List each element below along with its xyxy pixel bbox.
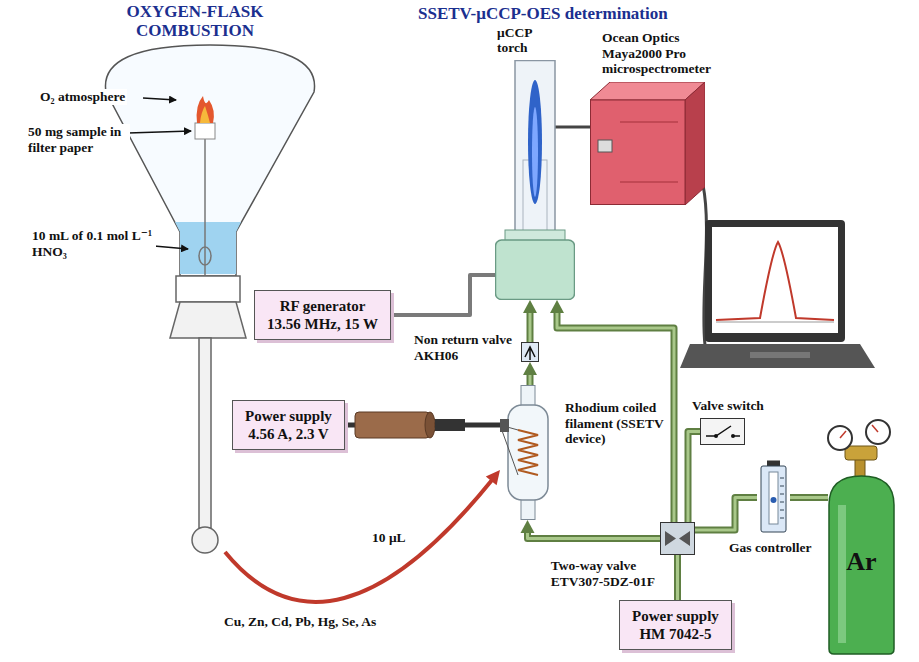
connector-line — [695, 498, 757, 531]
node-detail: 4.56 A, 2.3 V — [245, 425, 332, 443]
node-detail: ETV307-5DZ-01F — [551, 574, 655, 590]
node-detail: AKH06 — [414, 348, 512, 364]
node-label: Power supply — [632, 607, 719, 625]
label-group: Gas controller — [729, 540, 812, 556]
arrowhead — [550, 300, 564, 313]
connector — [523, 300, 537, 342]
gas-controller: Gas controller — [757, 460, 790, 535]
leader-line — [128, 98, 191, 249]
label-group: Non return valveAKH06 — [414, 332, 512, 363]
arrowhead — [523, 300, 537, 313]
microspectrometer: Ocean Optics Maya2000 Pro microspectrome… — [590, 82, 705, 205]
volume-label: 10 μL — [370, 530, 408, 546]
connector — [790, 497, 828, 498]
node-label: Rhodium coiled filament (SSETV device) — [565, 400, 665, 447]
connector-line — [527, 310, 534, 342]
shape-outline — [660, 522, 695, 555]
connector-line — [688, 432, 700, 523]
connector-line — [555, 126, 590, 129]
connector — [695, 498, 757, 531]
shape-outline — [495, 60, 575, 300]
gas-regulator — [828, 420, 890, 478]
section-title: OXYGEN-FLASK COMBUSTION — [100, 2, 290, 40]
connector — [555, 127, 590, 128]
rf-generator-box: RF generator13.56 MHz, 15 W — [254, 290, 391, 340]
arrowhead — [521, 520, 535, 533]
connector-line — [695, 498, 757, 531]
non-return-valve: Non return valveAKH06 — [521, 342, 539, 362]
node-label: Gas controller — [729, 540, 812, 556]
connector-line — [529, 310, 532, 342]
node-label: Non return valve — [414, 332, 512, 348]
two-way-valve: Two-way valveETV307-5DZ-01F — [660, 522, 695, 555]
label-group: Two-way valveETV307-5DZ-01F — [551, 558, 655, 589]
connector-line — [528, 530, 661, 539]
label-group: Ocean Optics Maya2000 Pro microspectrome… — [602, 30, 730, 77]
flask-label: 10 mL of 0.1 mol L⁻¹ HNO₃ — [30, 228, 156, 259]
connector-line — [676, 555, 679, 600]
valve-switch: Valve switch — [700, 418, 745, 445]
connector-line — [528, 530, 661, 539]
ssetv-filament-device: Rhodium coiled filament (SSETV device) — [500, 385, 555, 520]
laptop — [680, 185, 875, 368]
node-label: μCCP torch — [497, 25, 545, 56]
flask-label: O₂ atmosphere — [38, 89, 127, 105]
connector — [521, 520, 661, 539]
shape-outline — [757, 460, 790, 535]
shape-outline — [521, 342, 539, 362]
uccp-torch: μCCP torch — [495, 60, 575, 300]
node-detail: HM 7042-5 — [632, 625, 719, 643]
node-label: Ocean Optics Maya2000 Pro microspectrome… — [602, 30, 730, 77]
label-group: Ar — [828, 547, 895, 577]
shape-outline — [590, 82, 705, 205]
node-detail: 13.56 MHz, 15 W — [267, 315, 378, 333]
flask-label: 50 mg sample in filter paper — [26, 124, 130, 155]
filament-connector — [355, 412, 465, 438]
analyte-list: Cu, Zn, Cd, Pb, Hg, Se, As — [222, 614, 378, 630]
connector-line — [557, 310, 674, 522]
connector-line — [790, 496, 828, 499]
section-title: SSETV-μCCP-OES determination — [418, 4, 668, 23]
node-label: Valve switch — [692, 398, 764, 414]
node-label: Power supply — [245, 407, 332, 425]
label-group: Rhodium coiled filament (SSETV device) — [565, 400, 665, 447]
connector-line — [688, 432, 700, 523]
shape-outline — [500, 385, 555, 520]
connector-line — [557, 310, 674, 522]
transfer-arrow — [225, 470, 500, 602]
connector-line — [674, 555, 681, 600]
power-supply-box: Power supply4.56 A, 2.3 V — [232, 400, 345, 450]
node-label: Ar — [828, 547, 895, 577]
power-supply-box: Power supplyHM 7042-5 — [619, 600, 732, 650]
connector — [523, 362, 537, 385]
shape-outline — [700, 418, 745, 445]
connector — [688, 432, 700, 523]
label-group: μCCP torch — [497, 25, 545, 56]
argon-cylinder: Ar — [828, 475, 895, 655]
connector — [677, 555, 678, 600]
arrowhead — [523, 362, 537, 375]
label-group: Valve switch — [692, 398, 764, 414]
node-label: RF generator — [267, 297, 378, 315]
connector-line — [790, 494, 828, 501]
connector-line — [391, 275, 495, 315]
node-label: Two-way valve — [551, 558, 655, 574]
connector — [391, 275, 495, 315]
connector — [550, 300, 674, 522]
